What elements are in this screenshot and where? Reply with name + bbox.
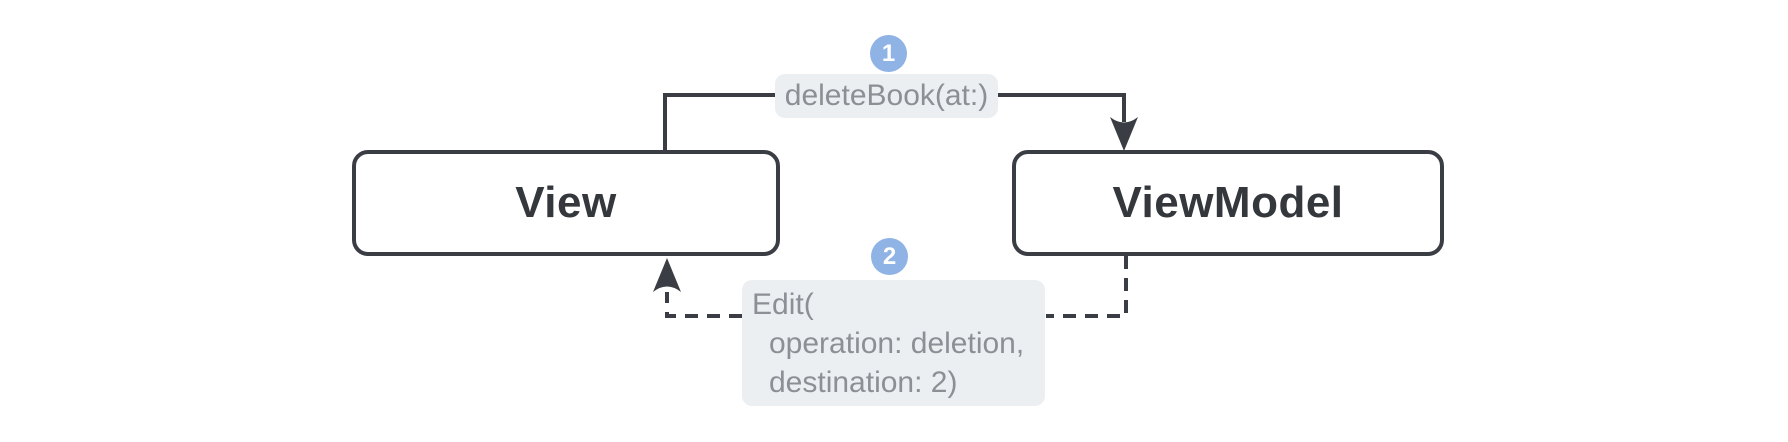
step1-number-badge: 1 [870, 35, 907, 72]
arrowhead-down-into-viewmodel-icon [1110, 117, 1138, 151]
dashed-line-from-viewmodel [1046, 256, 1128, 318]
step1-message-label: deleteBook(at:) [775, 74, 998, 118]
step2-message-line-1: Edit( [752, 288, 814, 321]
step2-message-line-3: destination: 2) [769, 366, 958, 399]
view-node-label: View [515, 178, 617, 227]
step2-message-label: Edit( operation: deletion, destination: … [742, 280, 1045, 406]
viewmodel-node-label: ViewModel [1112, 178, 1344, 227]
step1-message-text: deleteBook(at:) [784, 79, 989, 112]
step2-number-badge: 2 [871, 238, 908, 275]
view-node: View [352, 150, 780, 256]
viewmodel-node: ViewModel [1012, 150, 1444, 256]
dashed-line-into-view [665, 292, 742, 318]
step2-message-line-2: operation: deletion, [769, 327, 1025, 360]
arrowhead-up-into-view-icon [653, 258, 681, 292]
